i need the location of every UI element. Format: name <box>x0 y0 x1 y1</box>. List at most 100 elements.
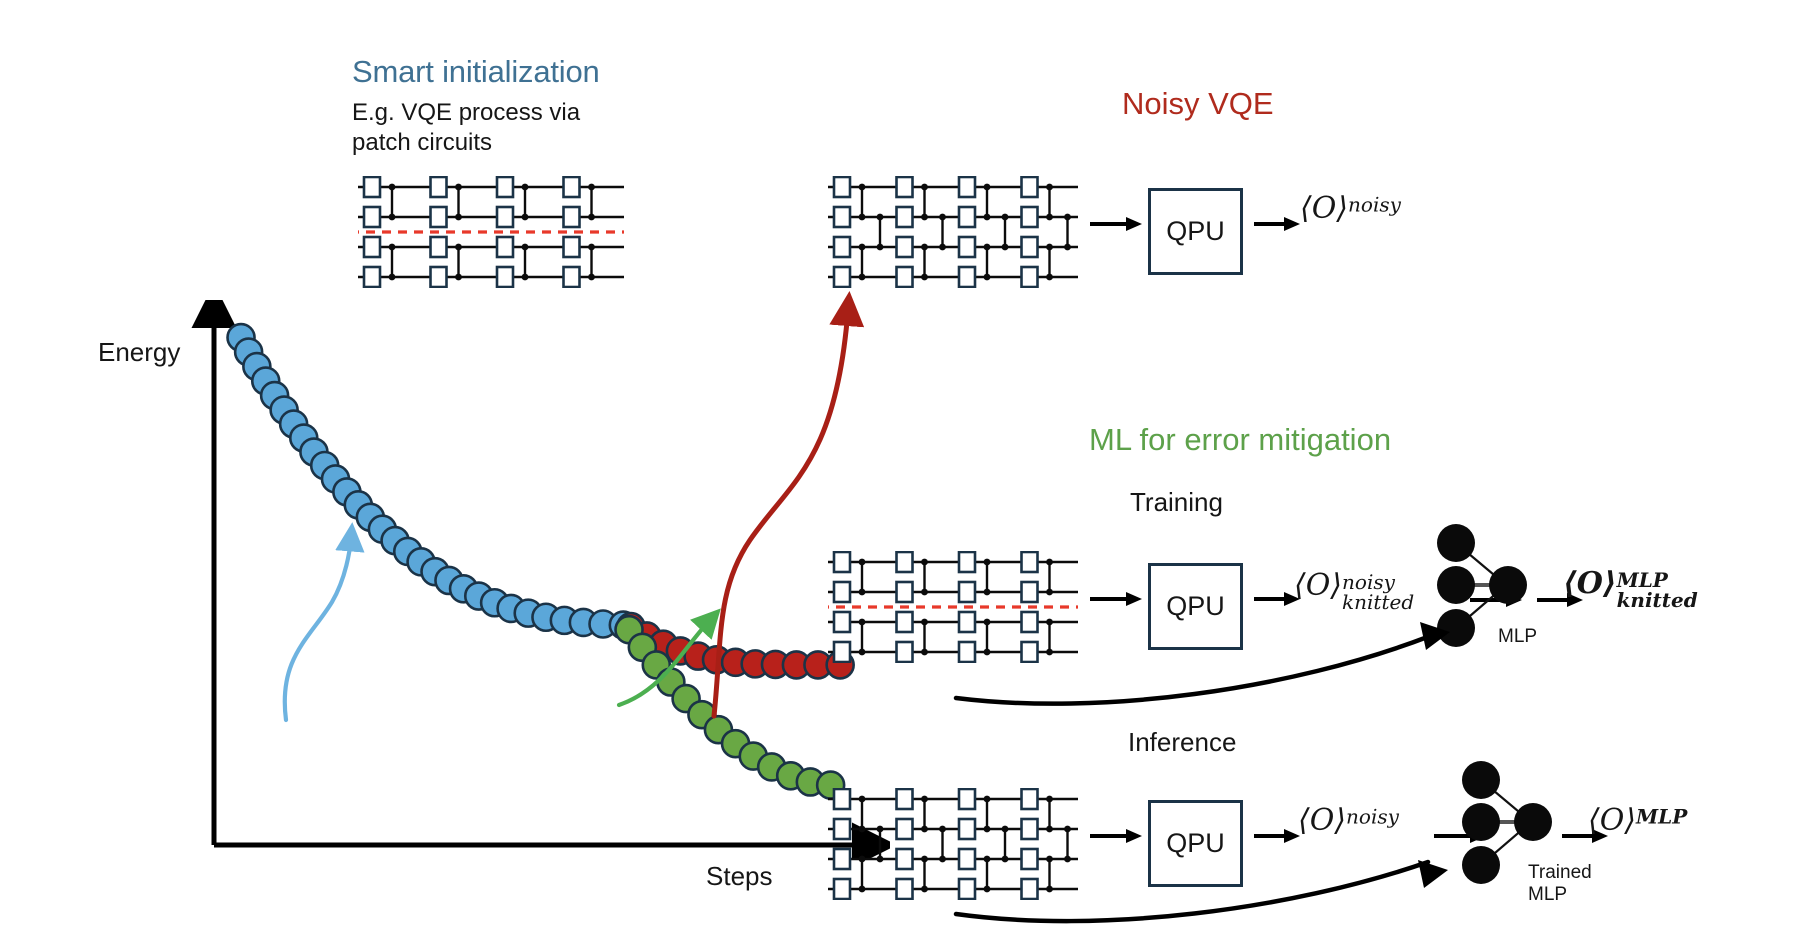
circuit-gate <box>832 788 852 811</box>
arrow-qpu-to-output-2 <box>1252 587 1302 611</box>
inference-circuit-diagram <box>828 788 1078 900</box>
circuit-control-dot <box>921 558 928 566</box>
training-label: Training <box>1130 487 1223 517</box>
circuit-control-dot <box>921 825 928 833</box>
observable-sup-4: noisy <box>1346 804 1399 829</box>
circuit-gate <box>957 205 977 229</box>
circuit-control-dot <box>983 825 991 833</box>
observable-bra-3: ⟨O⟩ <box>1563 565 1617 601</box>
circuit-control-dot <box>921 885 928 893</box>
circuit-gate <box>957 847 977 871</box>
circuit-gate <box>562 235 581 259</box>
circuit-gate <box>832 817 852 841</box>
mlp-label-inference-line2: MLP <box>1528 884 1568 905</box>
circuit-gate <box>362 265 382 288</box>
circuit-control-dot <box>921 588 928 596</box>
circuit-gate <box>562 265 581 288</box>
observable-bra-4: ⟨O⟩ <box>1298 803 1347 838</box>
circuit-gate <box>957 580 977 604</box>
circuit-control-dot <box>1046 618 1053 626</box>
circuit-gate <box>562 176 581 199</box>
circuit-gate <box>832 265 852 288</box>
circuit-gate <box>1020 265 1039 288</box>
circuit-control-dot <box>858 885 866 893</box>
mlp-node <box>1462 803 1500 841</box>
circuit-gate <box>957 877 977 900</box>
circuit-control-dot <box>983 885 991 893</box>
circuit-control-dot <box>1001 825 1009 833</box>
circuit-control-dot <box>876 855 884 863</box>
observable-sup-5: MLP <box>1636 804 1688 829</box>
circuit-control-dot <box>858 273 866 281</box>
circuit-gate <box>957 176 977 199</box>
circuit-control-dot <box>983 243 991 251</box>
mlp-label-inference: Trained MLP <box>1528 862 1592 906</box>
circuit-control-dot <box>858 825 866 833</box>
mlp-network-training <box>1430 520 1550 650</box>
circuit-control-dot <box>858 618 866 626</box>
circuit-control-dot <box>983 648 991 656</box>
circuit-gate <box>895 610 914 634</box>
circuit-control-dot <box>521 243 529 251</box>
circuit-control-dot <box>858 213 866 221</box>
circuit-control-dot <box>983 273 991 281</box>
circuit-gate <box>957 235 977 259</box>
circuit-control-dot <box>588 243 595 251</box>
circuit-control-dot <box>1046 243 1053 251</box>
circuit-gate <box>1020 235 1039 259</box>
circuit-control-dot <box>521 213 529 221</box>
circuit-gate <box>429 205 448 229</box>
circuit-gate <box>429 265 448 288</box>
circuit-control-dot <box>388 273 396 281</box>
circuit-gate <box>362 205 382 229</box>
circuit-gate <box>895 788 914 811</box>
circuit-control-dot <box>1064 243 1071 251</box>
circuit-control-dot <box>1064 825 1071 833</box>
circuit-gate <box>495 176 515 199</box>
arrow-mlp-to-output-1 <box>1535 588 1585 612</box>
circuit-control-dot <box>1046 885 1053 893</box>
mlp-node <box>1437 566 1475 604</box>
circuit-control-dot <box>1046 648 1053 656</box>
circuit-control-dot <box>858 648 866 656</box>
circuit-control-dot <box>455 273 462 281</box>
circuit-gate <box>895 877 914 900</box>
mlp-node <box>1437 524 1475 562</box>
observable-sub-2: knitted <box>1342 590 1415 615</box>
arrow-mlp-to-output-2 <box>1560 824 1610 848</box>
circuit-control-dot <box>521 273 529 281</box>
circuit-control-dot <box>983 558 991 566</box>
circuit-gate <box>895 847 914 871</box>
patch-circuit-diagram <box>358 176 624 288</box>
circuit-gate <box>1020 817 1039 841</box>
mlp-node <box>1437 609 1475 647</box>
circuit-gate <box>429 176 448 199</box>
circuit-gate <box>895 205 914 229</box>
circuit-control-dot <box>921 213 928 221</box>
circuit-control-dot <box>858 183 866 191</box>
circuit-control-dot <box>1001 213 1009 221</box>
ml-error-mitigation-title: ML for error mitigation <box>1089 422 1392 457</box>
circuit-control-dot <box>1064 213 1071 221</box>
circuit-gate <box>1020 205 1039 229</box>
mlp-label-training: MLP <box>1498 626 1538 647</box>
circuit-gate <box>1020 788 1039 811</box>
circuit-control-dot <box>921 855 928 863</box>
circuit-gate <box>1020 580 1039 604</box>
circuit-gate <box>832 235 852 259</box>
circuit-gate <box>495 235 515 259</box>
circuit-control-dot <box>588 183 595 191</box>
observable-sup-1: noisy <box>1348 192 1401 217</box>
plot-data-points <box>226 322 855 800</box>
circuit-control-dot <box>876 825 884 833</box>
noisy-vqe-circuit-diagram <box>828 176 1078 288</box>
circuit-gate <box>957 788 977 811</box>
circuit-control-dot <box>1046 795 1053 803</box>
circuit-control-dot <box>983 795 991 803</box>
circuit-control-dot <box>876 213 884 221</box>
circuit-gate <box>1020 847 1039 871</box>
circuit-control-dot <box>1046 213 1053 221</box>
circuit-control-dot <box>939 825 946 833</box>
circuit-gate <box>1020 610 1039 634</box>
circuit-gate <box>832 877 852 900</box>
